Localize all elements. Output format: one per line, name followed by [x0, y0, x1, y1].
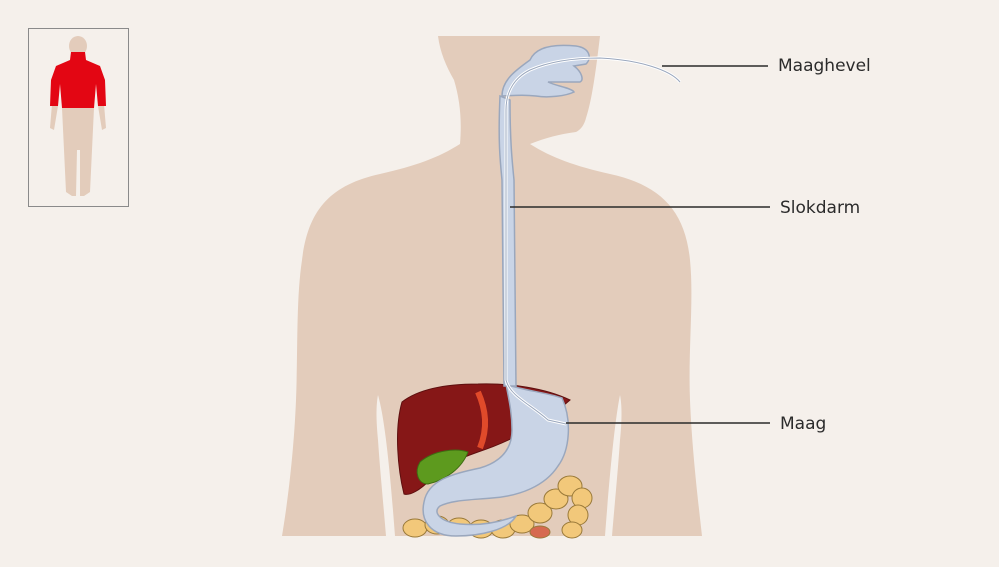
- label-maaghevel: Maaghevel: [778, 56, 871, 76]
- inset-body-figure: [50, 36, 106, 196]
- bile-duct: [475, 390, 488, 450]
- label-slokdarm: Slokdarm: [780, 198, 861, 218]
- gallbladder: [416, 449, 469, 485]
- body-silhouette: [282, 36, 702, 536]
- feeding-tube-outline: [505, 57, 681, 425]
- label-maag: Maag: [780, 414, 827, 434]
- stomach: [422, 382, 570, 537]
- oral-cavity: [501, 44, 590, 98]
- inset-frame: [28, 28, 129, 207]
- inset-thumbnail: [28, 28, 129, 207]
- inset-highlight-upper-body: [50, 52, 106, 108]
